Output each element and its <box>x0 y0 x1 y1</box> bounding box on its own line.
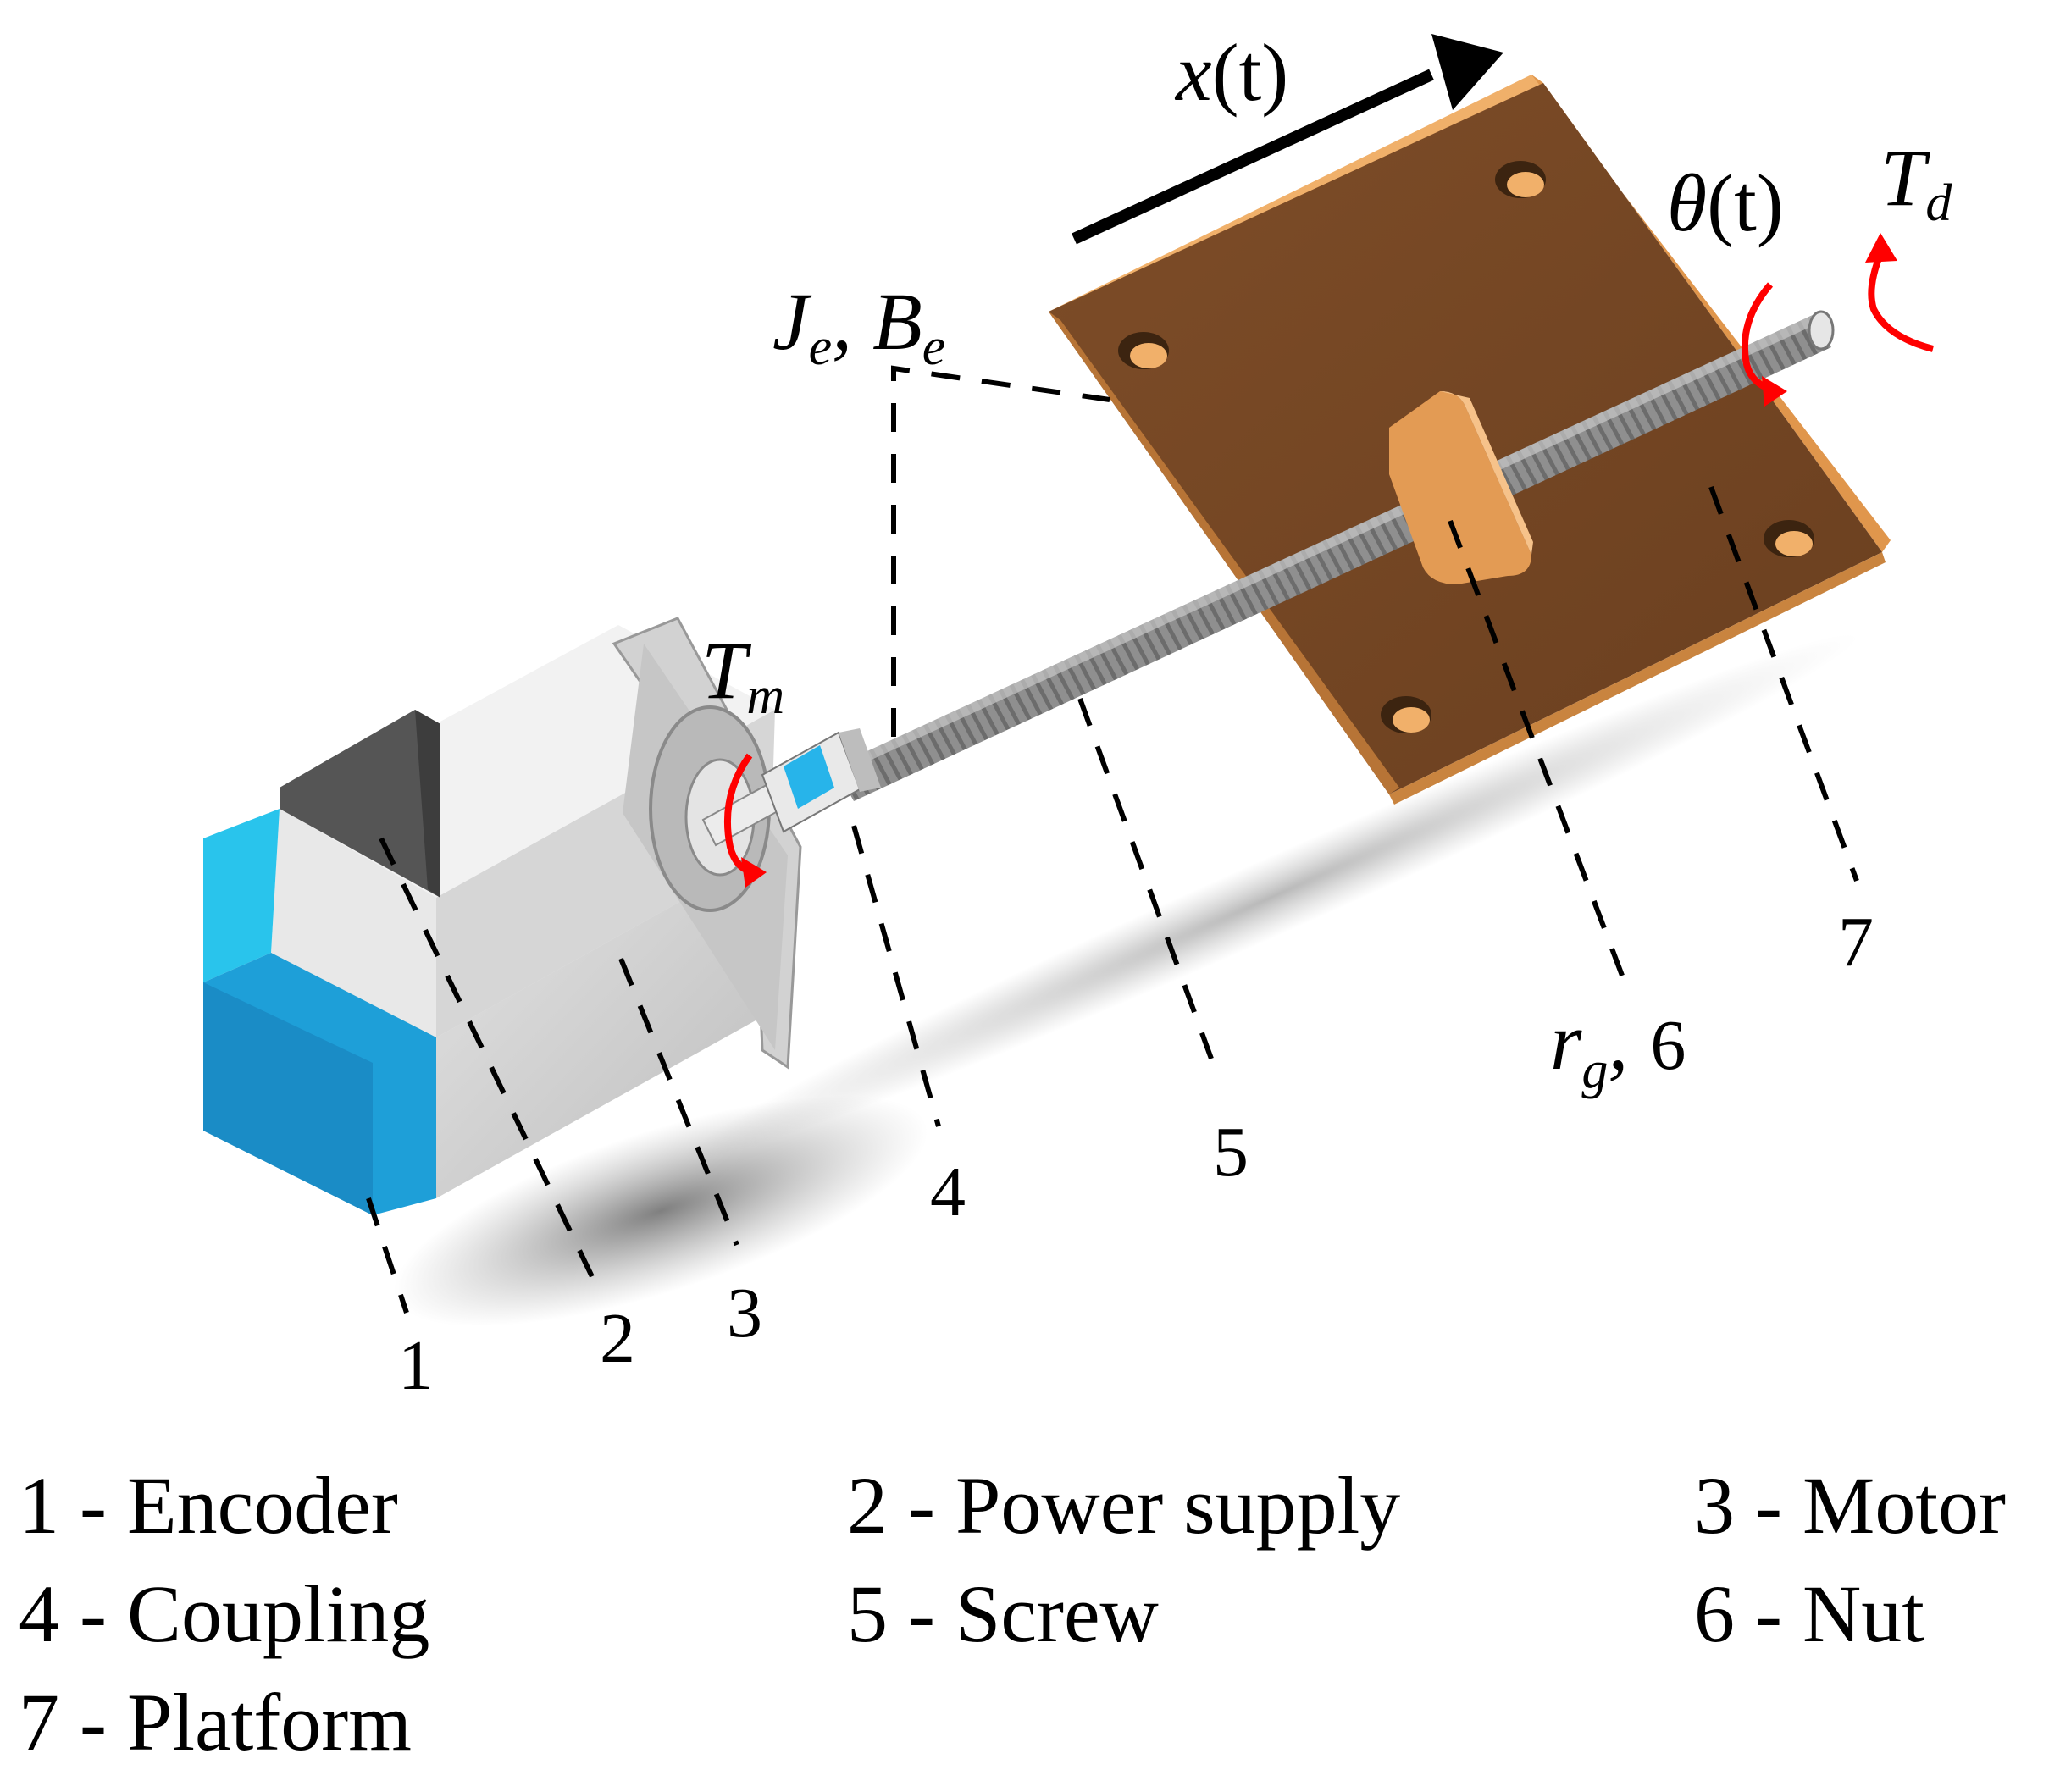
motor-assembly <box>271 617 802 1198</box>
callout-2: 2 <box>600 1299 635 1378</box>
leader-lines <box>366 365 1859 1314</box>
legend-item-coupling: 4 - Coupling <box>19 1568 430 1659</box>
lead-screw <box>834 310 1835 801</box>
callout-7: 7 <box>1838 903 1874 982</box>
displacement-arrow <box>1072 34 1503 245</box>
symbol-disturbance-torque: Td <box>1880 132 1952 232</box>
encoder-cap <box>203 809 436 1215</box>
cast-shadow <box>393 633 1859 1327</box>
legend-item-motor: 3 - Motor <box>1694 1460 2006 1551</box>
symbol-displacement: x(t) <box>1174 27 1288 118</box>
callout-4: 4 <box>930 1153 966 1231</box>
symbol-gear-radius: rg,6 <box>1550 996 1686 1099</box>
legend-item-power-supply: 2 - Power supply <box>847 1460 1401 1551</box>
legend-item-platform: 7 - Platform <box>19 1677 412 1767</box>
mounting-holes <box>1118 161 1814 733</box>
legend-item-nut: 6 - Nut <box>1694 1568 1924 1659</box>
symbol-angle: θ(t) <box>1667 158 1784 248</box>
nut <box>1389 391 1533 584</box>
callout-3: 3 <box>727 1274 762 1352</box>
torque-arrows <box>723 233 1935 888</box>
parts-legend: 1 - Encoder 2 - Power supply 3 - Motor 4… <box>0 1465 2060 1770</box>
callout-5: 5 <box>1213 1113 1249 1192</box>
legend-item-encoder: 1 - Encoder <box>19 1460 398 1551</box>
symbol-inertia-damping: Je,Be <box>772 276 945 376</box>
callout-1: 1 <box>398 1326 434 1405</box>
ball-screw-diagram: x(t) θ(t) Td Tm Je,Be rg,6 1 2 3 4 5 7 <box>203 27 1952 1405</box>
legend-item-screw: 5 - Screw <box>847 1568 1159 1659</box>
symbol-motor-torque: Tm <box>701 625 784 725</box>
